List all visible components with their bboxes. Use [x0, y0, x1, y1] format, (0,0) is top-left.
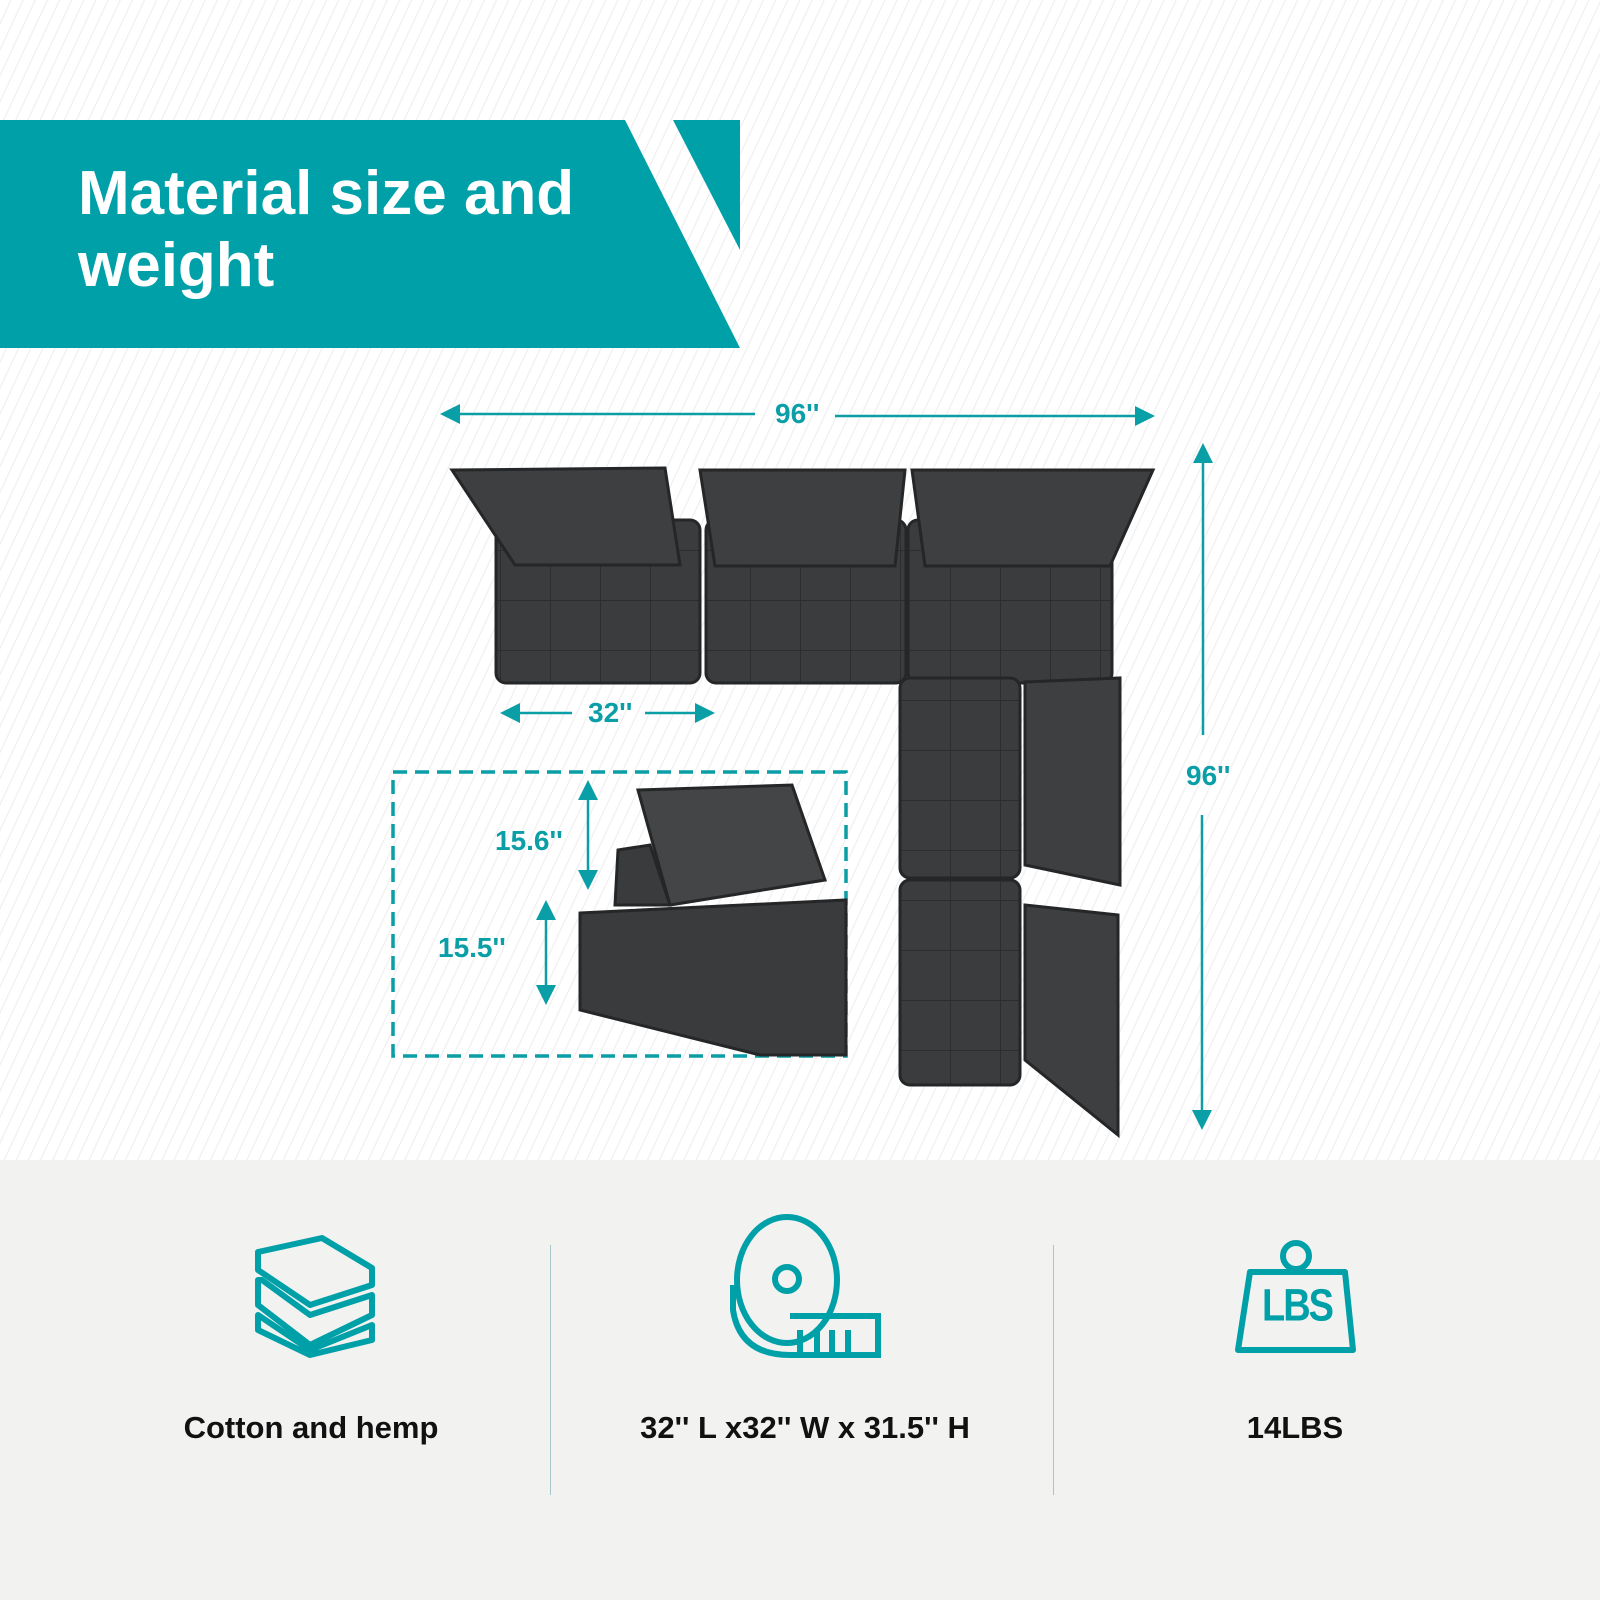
height-arrows	[536, 780, 598, 1005]
size-caption: 32'' L x32'' W x 31.5'' H	[640, 1410, 970, 1445]
total-width-label: 96''	[775, 398, 820, 429]
page-title: Material size and weight	[78, 159, 575, 300]
weight-icon-label: LBS	[1262, 1280, 1334, 1332]
divider	[550, 1245, 551, 1495]
fabric-layers-icon	[255, 1235, 375, 1358]
features-panel	[0, 1160, 1600, 1600]
divider	[1053, 1245, 1054, 1495]
seat-height-label: 15.5''	[438, 932, 506, 963]
weight-caption: 14LBS	[1246, 1410, 1344, 1445]
module-width-label: 32''	[588, 697, 633, 728]
single-module-photo	[578, 783, 848, 1057]
back-height-label: 15.6''	[495, 825, 563, 856]
single-module-frame	[391, 770, 848, 1058]
total-depth-label: 96''	[1186, 760, 1231, 791]
sectional-sofa-top-view	[449, 466, 1156, 1139]
material-caption: Cotton and hemp	[183, 1410, 439, 1445]
banner-accent-stripe	[673, 120, 740, 250]
tape-measure-icon	[730, 1214, 881, 1358]
